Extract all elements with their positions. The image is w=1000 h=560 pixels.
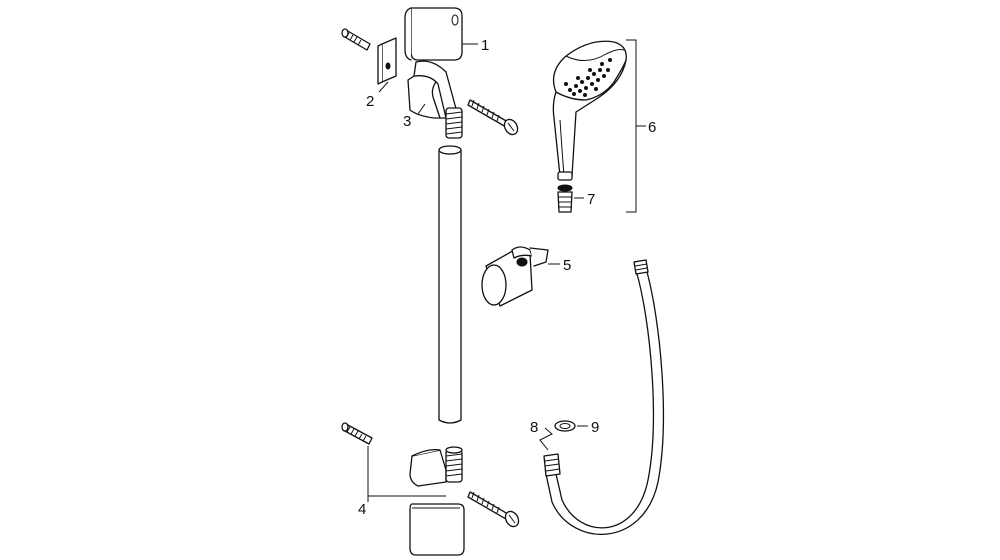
wood-screw-upper (467, 99, 519, 136)
bracket-6 (626, 39, 637, 213)
part-9-sealing-washer (554, 420, 576, 432)
leader-3 (417, 103, 426, 115)
part-1-top-cover-cap (404, 7, 463, 61)
shower-hose (543, 259, 665, 535)
part-6-hand-shower (552, 40, 627, 181)
leader-8 (539, 427, 553, 451)
callout-7: 7 (587, 191, 595, 208)
part-5-shower-holder-slider (481, 246, 549, 307)
leader-2 (378, 81, 389, 93)
part-2-wall-plug-and-plate (341, 28, 397, 85)
mounting-plate-upper (377, 37, 397, 85)
spray-face-nozzles (564, 58, 612, 97)
callout-5: 5 (563, 257, 571, 274)
callout-2: 2 (366, 93, 374, 110)
part-3-upper-rail-holder (407, 60, 463, 139)
holder-upper-threaded-stud (445, 107, 463, 139)
wall-plug-upper (341, 28, 371, 51)
shower-rail (438, 145, 462, 424)
callout-3: 3 (403, 113, 411, 130)
callout-4: 4 (358, 501, 366, 518)
wall-plug-lower (341, 422, 373, 445)
lower-cover-cap (409, 503, 465, 556)
callout-8: 8 (530, 419, 538, 436)
wood-screw-lower (467, 491, 520, 528)
part-4-lower-holder-set (341, 422, 520, 556)
lower-rail-holder (409, 446, 463, 487)
part-7-flow-insert (557, 184, 573, 213)
callout-9: 9 (591, 419, 599, 436)
callout-1: 1 (481, 37, 489, 54)
callout-6: 6 (648, 119, 656, 136)
leader-4 (367, 446, 446, 502)
